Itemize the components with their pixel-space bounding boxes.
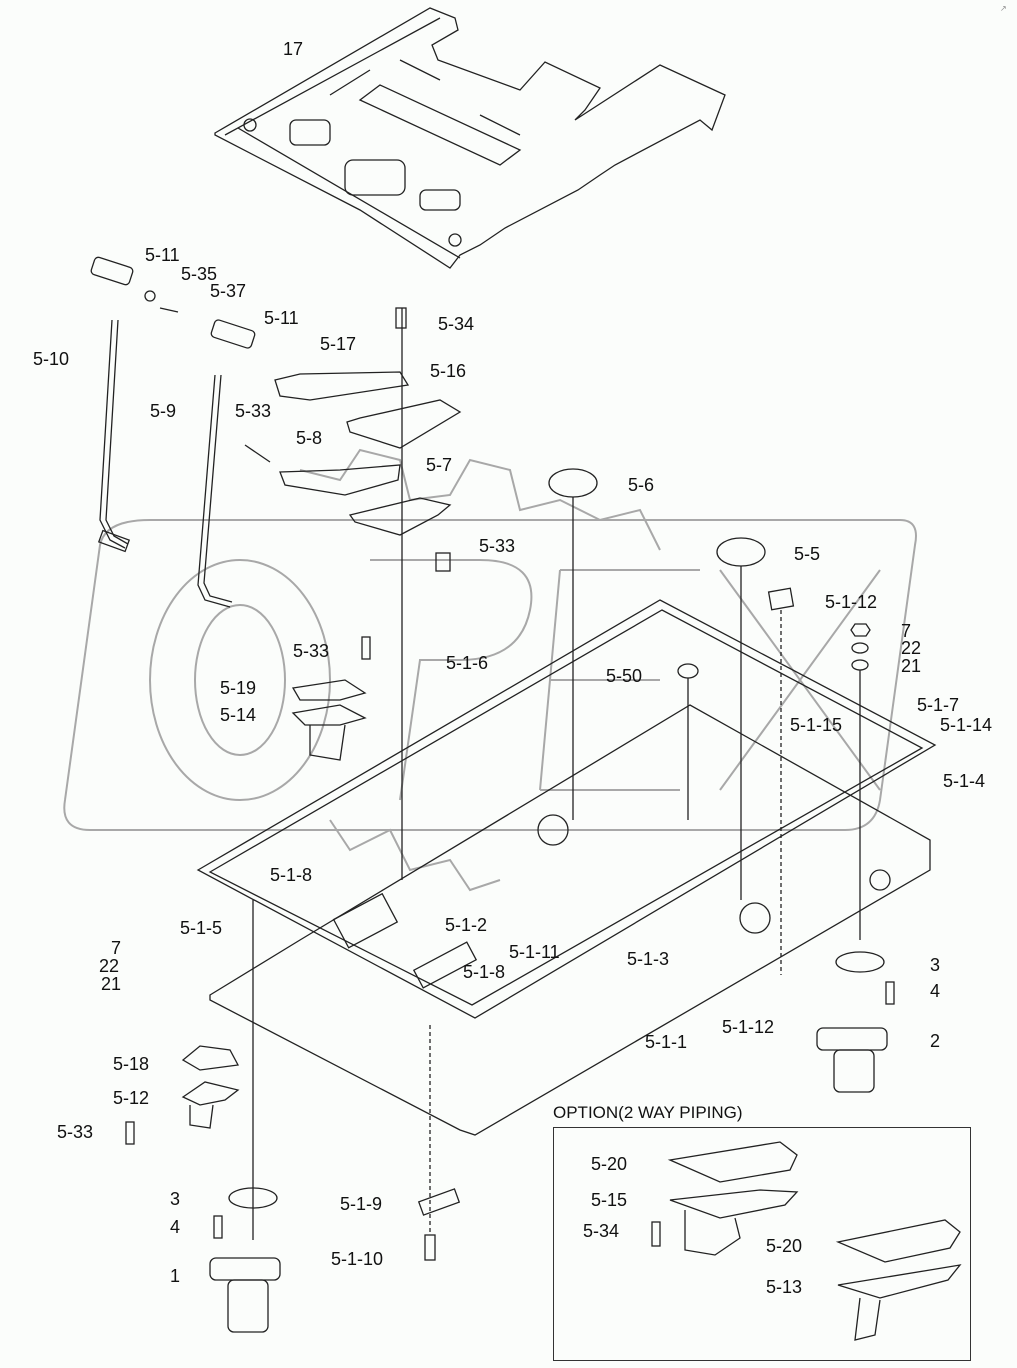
label-21-a: 21 (901, 656, 922, 676)
label-5-33-a: 5-33 (235, 401, 272, 421)
label-5-1-15: 5-1-15 (790, 715, 843, 735)
part-5-14-bracket (291, 704, 367, 761)
part-5-20a-pedal (667, 1141, 798, 1183)
label-22-b: 22 (99, 956, 120, 976)
part-1-mount (209, 1257, 281, 1281)
label-4-a: 4 (930, 981, 941, 1001)
label-5-11-b: 5-11 (264, 308, 299, 328)
label-5-1-6: 5-1-6 (446, 653, 489, 673)
part-5-1-frame (196, 599, 937, 1019)
label-5-1-8-b: 5-1-8 (463, 962, 506, 982)
label-5-13: 5-13 (766, 1277, 803, 1297)
label-5-1-14: 5-1-14 (940, 715, 993, 735)
part-5-5-grommet (716, 537, 766, 567)
part-5-8-bracket (279, 464, 401, 496)
label-5-33-b: 5-33 (479, 536, 516, 556)
part-5-10-lever (99, 319, 129, 549)
label-5-1-1: 5-1-1 (645, 1032, 688, 1052)
label-5-16: 5-16 (430, 361, 467, 381)
label-2: 2 (930, 1031, 941, 1051)
label-5-33-d: 5-33 (57, 1122, 94, 1142)
label-1: 1 (170, 1266, 181, 1286)
label-5-5: 5-5 (794, 544, 821, 564)
label-3-a: 3 (930, 955, 941, 975)
label-17: 17 (283, 39, 304, 59)
part-5-19-pedal (291, 679, 367, 701)
label-5-37: 5-37 (210, 281, 247, 301)
part-5-13-bracket (837, 1264, 962, 1341)
part-2-mount (816, 1027, 888, 1051)
label-5-20-a: 5-20 (591, 1154, 628, 1174)
label-5-11-a: 5-11 (145, 245, 180, 265)
label-5-9: 5-9 (150, 401, 177, 421)
part-5-16-pedal (346, 399, 462, 449)
label-5-34-b: 5-34 (583, 1221, 620, 1241)
label-5-15: 5-15 (591, 1190, 628, 1210)
label-4-b: 4 (170, 1217, 181, 1237)
label-5-1-8-a: 5-1-8 (270, 865, 313, 885)
option-box (553, 1127, 971, 1361)
label-5-1-9: 5-1-9 (340, 1194, 383, 1214)
label-5-1-12-b: 5-1-12 (722, 1017, 775, 1037)
label-5-1-2: 5-1-2 (445, 915, 488, 935)
label-5-17: 5-17 (320, 334, 357, 354)
label-5-10: 5-10 (33, 349, 70, 369)
part-5-11-knob-a (90, 256, 134, 286)
part-5-12-bracket (181, 1081, 240, 1129)
part-5-1-1-base-plate (209, 704, 931, 1136)
label-5-1-11: 5-1-11 (509, 942, 560, 962)
part-5-6-grommet (548, 468, 598, 498)
label-5-6: 5-6 (628, 475, 655, 495)
part-5-15-bracket (669, 1189, 799, 1256)
label-5-33-c: 5-33 (293, 641, 330, 661)
label-5-19: 5-19 (220, 678, 257, 698)
label-5-18: 5-18 (113, 1054, 150, 1074)
label-5-1-5: 5-1-5 (180, 918, 223, 938)
corner-mark-icon: ↗ (1000, 4, 1007, 13)
label-5-20-b: 5-20 (766, 1236, 803, 1256)
label-7-a: 7 (901, 621, 912, 641)
label-7-b: 7 (111, 938, 122, 958)
label-5-50: 5-50 (606, 666, 643, 686)
label-5-35: 5-35 (181, 264, 218, 284)
label-5-14: 5-14 (220, 705, 257, 725)
label-21-b: 21 (101, 974, 122, 994)
part-5-9-lever (197, 374, 233, 608)
label-5-7: 5-7 (426, 455, 453, 475)
part-5-20b-pedal (835, 1219, 961, 1263)
label-5-8: 5-8 (296, 428, 323, 448)
part-5-7-bracket (348, 497, 452, 536)
label-22-a: 22 (901, 638, 922, 658)
label-5-1-7: 5-1-7 (917, 695, 960, 715)
label-5-1-10: 5-1-10 (331, 1249, 384, 1269)
part-5-18-pedal (181, 1045, 240, 1071)
label-5-34-a: 5-34 (438, 314, 475, 334)
parts-geometry (90, 7, 962, 1341)
label-5-12: 5-12 (113, 1088, 150, 1108)
part-5-17-pedal (274, 371, 410, 401)
part-17-plate (214, 7, 726, 269)
label-5-1-3: 5-1-3 (627, 949, 670, 969)
part-5-11-knob-b (210, 319, 256, 349)
label-3-b: 3 (170, 1189, 181, 1209)
label-5-1-4: 5-1-4 (943, 771, 986, 791)
label-5-1-12-a: 5-1-12 (825, 592, 878, 612)
option-box-title: OPTION(2 WAY PIPING) (553, 1103, 743, 1122)
